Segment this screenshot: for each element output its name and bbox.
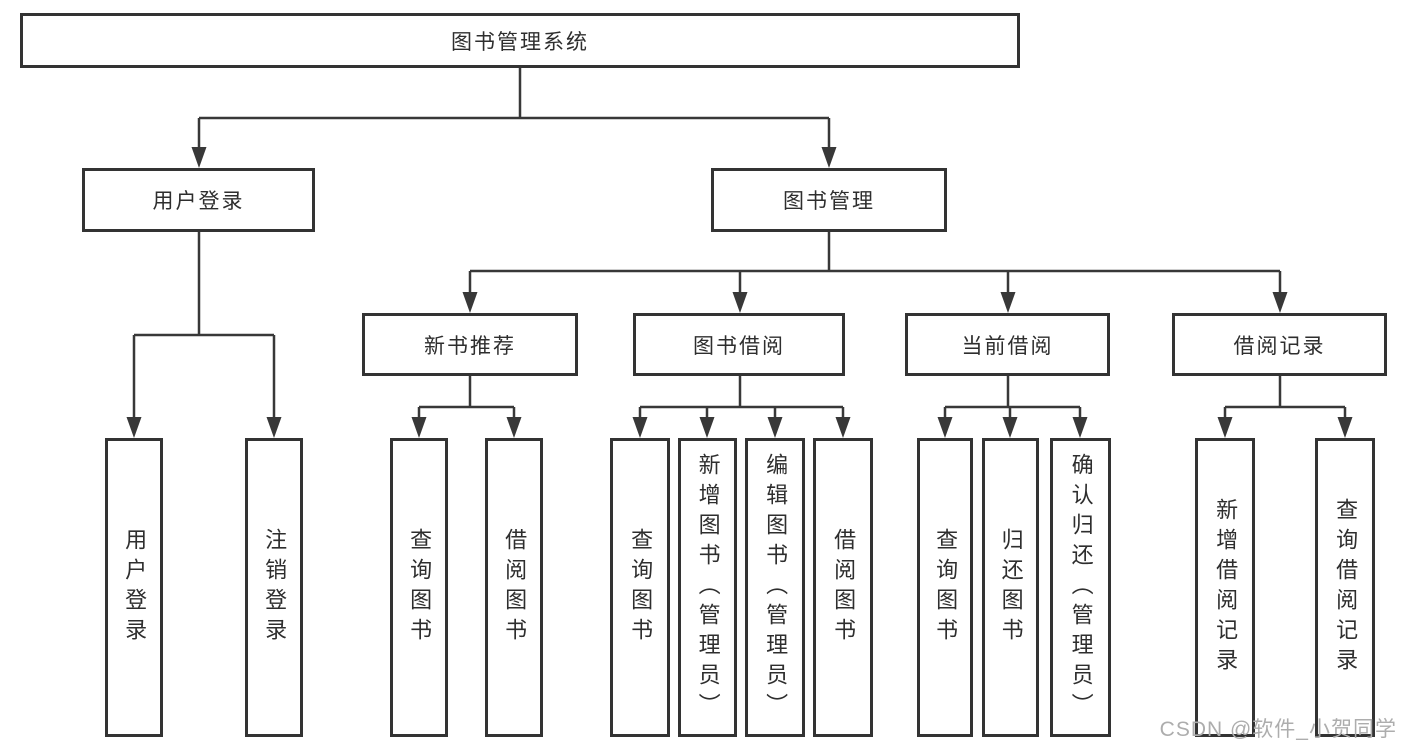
leaf-confirm-return-admin: 确认归还（管理员） bbox=[1050, 438, 1111, 737]
leaf-label: 确认归还（管理员） bbox=[1068, 452, 1094, 723]
leaf-label: 新增图书（管理员） bbox=[695, 452, 721, 723]
leaf-label: 借阅图书 bbox=[831, 527, 857, 648]
leaf-query-books-current: 查询图书 bbox=[917, 438, 973, 737]
leaf-label: 用户登录 bbox=[122, 527, 148, 648]
node-user-login: 用户登录 bbox=[82, 168, 315, 232]
leaf-return-books: 归还图书 bbox=[982, 438, 1039, 737]
leaf-add-borrow-record: 新增借阅记录 bbox=[1195, 438, 1255, 737]
leaf-label: 注销登录 bbox=[262, 527, 288, 648]
csdn-watermark: CSDN @软件_小贺同学 bbox=[1159, 718, 1397, 741]
leaf-label: 查询图书 bbox=[628, 527, 654, 648]
leaf-label: 查询借阅记录 bbox=[1333, 497, 1359, 678]
node-new-book-recommend: 新书推荐 bbox=[362, 313, 578, 376]
node-book-borrow: 图书借阅 bbox=[633, 313, 845, 376]
node-library-management-system: 图书管理系统 bbox=[20, 13, 1020, 68]
leaf-label: 借阅图书 bbox=[502, 527, 528, 648]
leaf-query-borrow-record: 查询借阅记录 bbox=[1315, 438, 1375, 737]
node-borrow-records: 借阅记录 bbox=[1172, 313, 1387, 376]
leaf-query-books-borrow: 查询图书 bbox=[610, 438, 670, 737]
leaf-label: 编辑图书（管理员） bbox=[763, 452, 789, 723]
leaf-label: 新增借阅记录 bbox=[1213, 497, 1239, 678]
leaf-label: 查询图书 bbox=[933, 527, 959, 648]
leaf-user-login: 用户登录 bbox=[105, 438, 163, 737]
leaf-add-books-admin: 新增图书（管理员） bbox=[678, 438, 737, 737]
leaf-borrow-books-recommend: 借阅图书 bbox=[485, 438, 543, 737]
leaf-label: 查询图书 bbox=[407, 527, 433, 648]
node-current-borrow: 当前借阅 bbox=[905, 313, 1110, 376]
leaf-query-books-recommend: 查询图书 bbox=[390, 438, 448, 737]
leaf-edit-books-admin: 编辑图书（管理员） bbox=[745, 438, 805, 737]
leaf-borrow-books: 借阅图书 bbox=[813, 438, 873, 737]
leaf-logout: 注销登录 bbox=[245, 438, 303, 737]
leaf-label: 归还图书 bbox=[998, 527, 1024, 648]
node-book-management: 图书管理 bbox=[711, 168, 947, 232]
